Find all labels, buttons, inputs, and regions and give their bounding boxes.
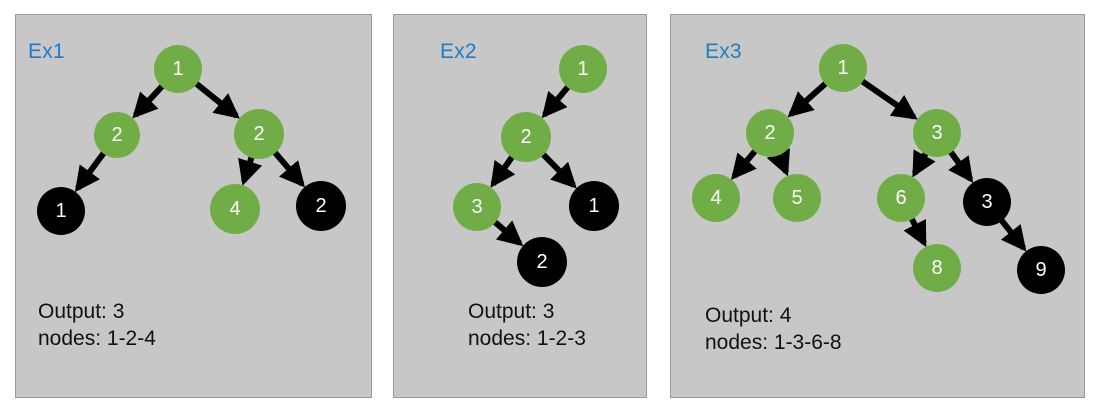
caption-nodes-line: nodes: 1-2-3 (468, 327, 586, 350)
tree-node-value: 4 (229, 197, 241, 220)
caption-nodes-line: nodes: 1-2-4 (38, 327, 156, 350)
tree-node-value: 6 (895, 186, 907, 209)
tree-node-value: 2 (520, 125, 532, 148)
tree-node-value: 3 (981, 190, 993, 213)
caption-output-line: Output: 3 (38, 300, 125, 323)
tree-node-value: 9 (1035, 258, 1047, 281)
tree-node-value: 5 (791, 186, 803, 209)
tree-node-ex3-n4: 4 (692, 174, 740, 222)
tree-node-ex3-n5: 5 (773, 174, 821, 222)
caption-nodes-line: nodes: 1-3-6-8 (705, 331, 842, 354)
tree-node-value: 3 (471, 195, 483, 218)
tree-node-ex1-n4: 1 (37, 187, 85, 235)
tree-node-ex3-n2: 2 (746, 109, 794, 157)
tree-node-ex3-n9: 9 (1017, 246, 1065, 294)
tree-node-ex3-n3: 3 (913, 109, 961, 157)
panel-caption-ex1: Output: 3 nodes: 1-2-4 (38, 298, 156, 352)
tree-node-value: 2 (111, 123, 123, 146)
tree-node-value: 4 (710, 186, 722, 209)
tree-node-ex1-n2: 2 (94, 112, 140, 158)
tree-node-value: 2 (315, 194, 327, 217)
panel-caption-ex2: Output: 3 nodes: 1-2-3 (468, 298, 586, 352)
tree-node-value: 8 (931, 256, 943, 279)
tree-node-ex2-n4: 1 (569, 181, 619, 231)
tree-node-ex2-n3: 3 (453, 183, 501, 231)
panel-caption-ex3: Output: 4 nodes: 1-3-6-8 (705, 302, 842, 356)
tree-node-ex1-n6: 2 (296, 181, 346, 231)
tree-node-ex1-n3: 2 (234, 109, 284, 159)
tree-node-ex2-n1: 1 (559, 45, 607, 93)
caption-output-line: Output: 4 (705, 304, 792, 327)
tree-node-ex1-n1: 1 (154, 45, 202, 93)
tree-node-value: 1 (588, 194, 600, 217)
tree-node-ex3-n1: 1 (819, 44, 867, 92)
panel-label-ex3: Ex3 (705, 40, 742, 63)
panel-label-ex2: Ex2 (440, 40, 477, 63)
tree-node-ex2-n2: 2 (501, 112, 551, 162)
caption-output-line: Output: 3 (468, 300, 555, 323)
tree-node-value: 1 (837, 56, 849, 79)
tree-node-value: 2 (764, 121, 776, 144)
tree-node-value: 2 (536, 250, 548, 273)
tree-node-ex1-n5: 4 (210, 184, 260, 234)
tree-node-value: 3 (931, 121, 943, 144)
panel-label-ex1: Ex1 (28, 40, 65, 63)
tree-node-value: 1 (577, 57, 589, 80)
tree-node-ex2-n5: 2 (517, 237, 567, 287)
tree-node-ex3-n8: 8 (913, 244, 961, 292)
tree-node-value: 1 (172, 57, 184, 80)
tree-node-value: 2 (253, 122, 265, 145)
tree-node-ex3-n7: 3 (963, 178, 1011, 226)
tree-node-value: 1 (55, 199, 67, 222)
tree-node-ex3-n6: 6 (877, 174, 925, 222)
